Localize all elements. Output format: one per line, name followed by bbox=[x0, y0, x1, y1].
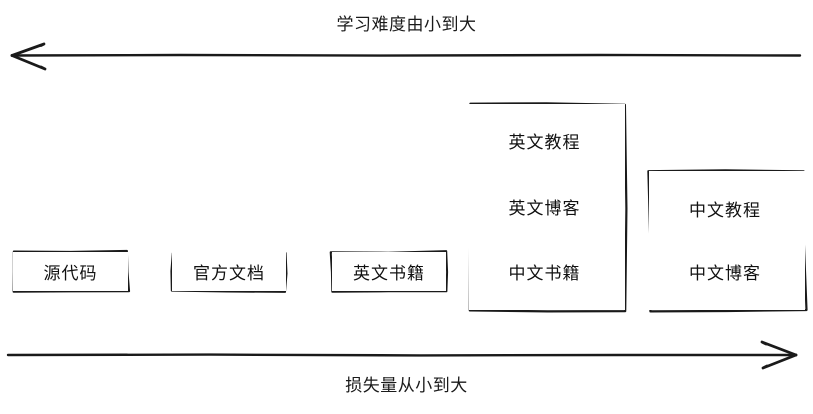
node-english-blogs[interactable]: 英文博客 bbox=[488, 188, 601, 225]
bottom-axis-label: 损失量从小到大 bbox=[0, 371, 813, 396]
node-chinese-tutorials[interactable]: 中文教程 bbox=[668, 190, 782, 227]
bottom-arrow-icon bbox=[8, 342, 796, 368]
top-axis-label: 学习难度由小到大 bbox=[0, 10, 813, 35]
node-chinese-blogs[interactable]: 中文博客 bbox=[668, 253, 782, 290]
node-chinese-books[interactable]: 中文书籍 bbox=[488, 253, 601, 290]
node-english-books[interactable]: 英文书籍 bbox=[332, 252, 446, 291]
node-official-docs[interactable]: 官方文档 bbox=[172, 252, 286, 291]
top-arrow-icon bbox=[12, 44, 800, 69]
node-english-tutorials[interactable]: 英文教程 bbox=[488, 122, 601, 159]
node-source-code[interactable]: 源代码 bbox=[13, 252, 128, 291]
